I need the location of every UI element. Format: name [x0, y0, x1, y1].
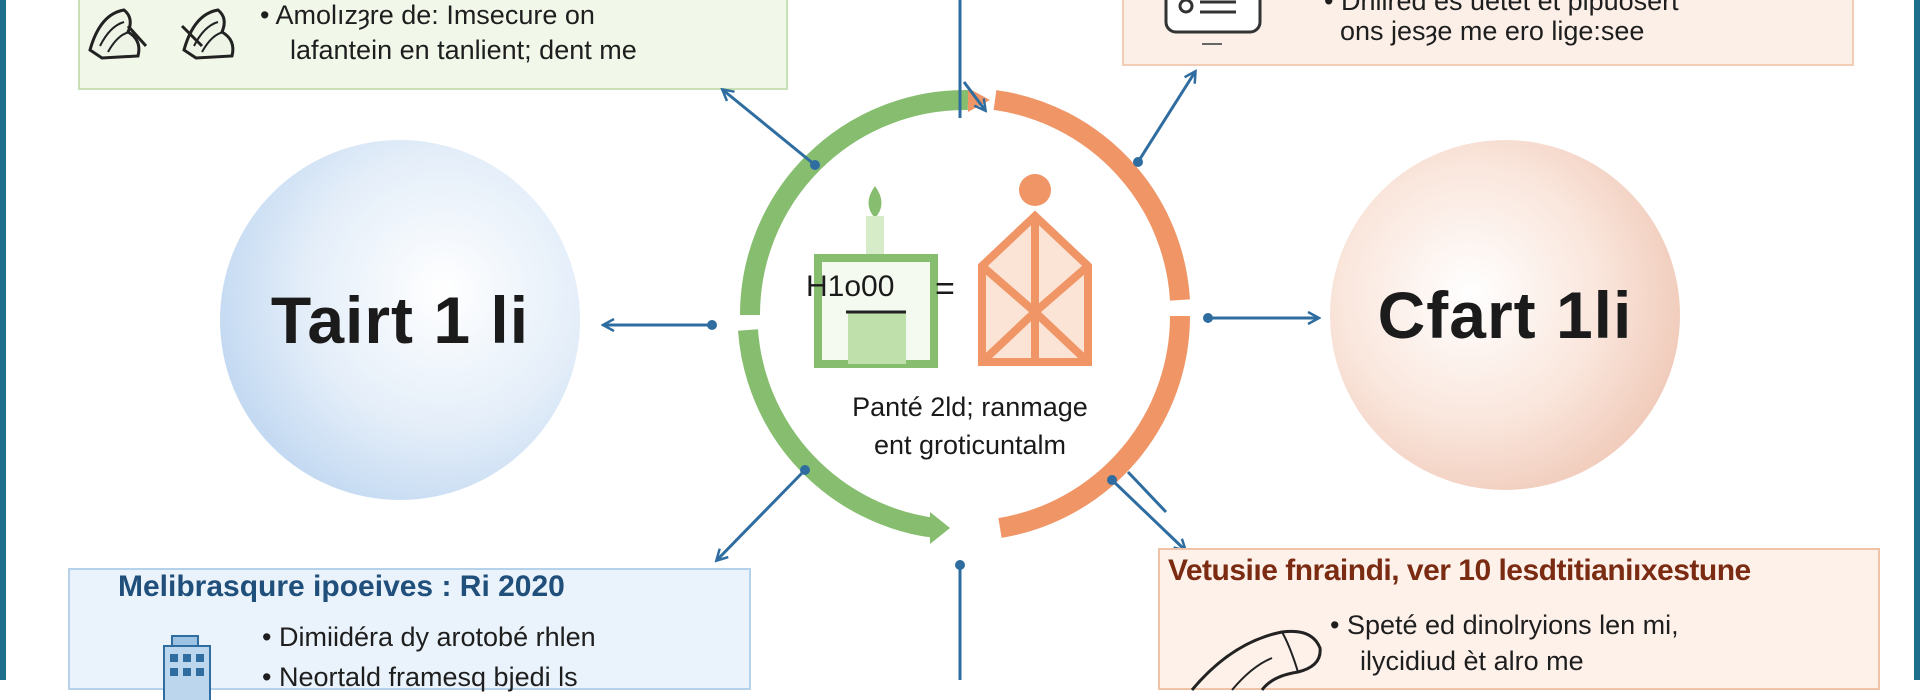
ring-segment-orange-right — [998, 315, 1190, 538]
bullet-line: ons jesȝe me ero lige:see — [1340, 16, 1645, 46]
bullet-line: • Neortald framesq bjedi ls — [262, 662, 578, 692]
bottom-right-panel: Vetusiıe fnraindi, ver 10 lesdtitianiıxe… — [1158, 548, 1880, 691]
arrow-diag-bottom-left — [717, 468, 807, 560]
right-stage-circle: Cfart 1li — [1330, 140, 1680, 490]
center-caption: Panté 2ld; ranmage ent groticuntalm — [852, 392, 1088, 460]
id-card-icon — [1164, 0, 1262, 45]
hands-icon — [88, 8, 235, 60]
sleeping-person-icon — [1190, 629, 1322, 691]
bullet-line: • Speté ed dinolryions len mi, — [1330, 610, 1679, 640]
bullet-line: lafantein en tanlient; dent me — [290, 35, 637, 65]
office-building-icon — [163, 635, 211, 700]
left-stage-label: Tairt 1 li — [270, 283, 530, 357]
ring-segment-orange-top — [993, 90, 1190, 301]
left-stage-circle: Tairt 1 li — [220, 140, 580, 500]
bottom-left-panel: Melibrasqure ipoeives : Ri 2020 • Dimiid… — [68, 568, 751, 700]
person-icon — [978, 174, 1092, 366]
arrow-diag-top-left — [723, 90, 816, 167]
ring-arrowhead — [930, 512, 950, 544]
panel-title: Vetusiıe fnraindi, ver 10 lesdtitianiıxe… — [1168, 554, 1751, 587]
bullet-line: • Amolızȝre de: Imsecure on — [260, 0, 595, 30]
top-right-panel: • Dniired es uetet et pipuosert ons jesȝ… — [1122, 0, 1854, 66]
arrow-diag-bottom-right — [1110, 478, 1185, 550]
right-stage-label: Cfart 1li — [1377, 278, 1633, 352]
top-left-panel: • Amolızȝre de: Imsecure on lafantein en… — [78, 0, 788, 90]
arrow-diag-bottom-right-2 — [1126, 470, 1168, 514]
bullet-line: ilycidiud èt alro me — [1360, 646, 1584, 676]
bullet-line: • Dniired es uetet et pipuosert — [1324, 0, 1679, 16]
building-icon — [814, 186, 938, 368]
arrow-ring-top — [962, 81, 985, 110]
bullet-line: • Dimiidéra dy arotobé rhlen — [262, 622, 596, 652]
cycle-diagram — [0, 0, 1920, 680]
frame-left-edge — [0, 0, 6, 680]
center-value: H1o00 — [806, 270, 895, 303]
equals-sign: = — [935, 270, 955, 308]
arrow-diag-top-right — [1136, 72, 1195, 163]
panel-title: Melibrasqure ipoeives : Ri 2020 — [118, 570, 565, 603]
frame-right-edge — [1914, 0, 1920, 680]
ring-segment-green-left — [738, 329, 937, 538]
